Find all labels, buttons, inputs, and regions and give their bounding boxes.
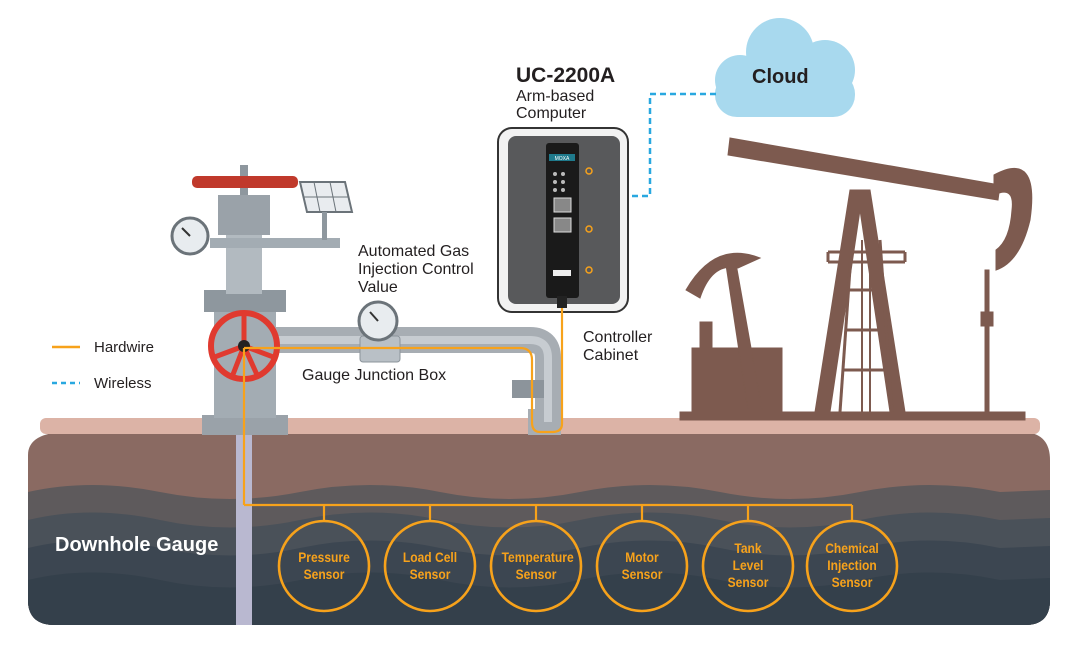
gas-valve-gauge-icon — [357, 300, 399, 342]
sensor-line: Sensor — [621, 566, 663, 582]
load-cell-sensor-ring — [383, 519, 477, 613]
sensor-pressure: Pressure Sensor — [290, 549, 359, 583]
sensor-line: Temperature — [501, 549, 574, 565]
device-badge: MOXA — [555, 156, 570, 162]
wellhead — [170, 165, 340, 625]
sensor-line: Injection — [827, 557, 877, 573]
sensor-chemical-injection: Chemical Injection Sensor — [818, 540, 887, 591]
chemical-injection-sensor-ring — [805, 519, 899, 613]
motor-sensor-ring — [595, 519, 689, 613]
gas-pipe — [270, 327, 561, 435]
cabinet-line1: Controller — [583, 329, 653, 346]
sensor-line: Sensor — [303, 566, 345, 582]
sensor-line: Load Cell — [402, 549, 458, 565]
downhole-gauge-label: Downhole Gauge — [55, 534, 219, 556]
sensor-line: Level — [732, 557, 764, 573]
sensor-line: Chemical — [825, 540, 879, 556]
cabinet-label: Controller Cabinet — [583, 329, 683, 365]
sensor-tank-level: Tank Level Sensor — [714, 540, 783, 591]
cabinet-line2: Cabinet — [583, 347, 639, 364]
sensor-motor: Motor Sensor — [608, 549, 677, 583]
pumpjack — [679, 137, 1033, 421]
computer-line2: Computer — [516, 105, 587, 122]
gas-valve-label: Automated Gas Injection Control Value — [358, 243, 508, 297]
controller-cabinet: MOXA — [497, 127, 629, 313]
ground — [28, 418, 1050, 625]
sensor-line: Motor — [625, 549, 659, 565]
legend-wireless-label: Wireless — [94, 375, 152, 392]
gas-valve-line2: Injection Control — [358, 261, 474, 278]
sensor-temperature: Temperature Sensor — [501, 549, 574, 583]
sensor-line: Sensor — [831, 574, 873, 590]
cloud-label: Cloud — [752, 66, 809, 88]
computer-model: UC-2200A — [516, 64, 616, 87]
computer-description: Arm-based Computer — [516, 88, 626, 122]
derrick — [826, 239, 907, 413]
gas-valve-line3: Value — [358, 279, 398, 296]
sensor-line: Sensor — [409, 566, 451, 582]
sensor-load-cell: Load Cell Sensor — [396, 549, 465, 583]
sensor-line: Tank — [734, 540, 762, 556]
hardwire-network — [242, 308, 854, 520]
legend-hardwire-label: Hardwire — [94, 339, 155, 356]
sensor-line: Sensor — [515, 566, 557, 582]
pressure-sensor-ring — [277, 519, 371, 613]
junction-box-label: Gauge Junction Box — [302, 367, 447, 384]
sensor-line: Sensor — [727, 574, 769, 590]
computer-line1: Arm-based — [516, 88, 595, 105]
cloud-icon — [715, 18, 855, 117]
solar-panel-icon — [298, 181, 354, 240]
temperature-sensor-ring — [489, 519, 583, 613]
sensor-line: Pressure — [298, 549, 350, 565]
tank-level-sensor-ring — [701, 519, 795, 613]
gas-valve-line1: Automated Gas — [358, 243, 470, 260]
